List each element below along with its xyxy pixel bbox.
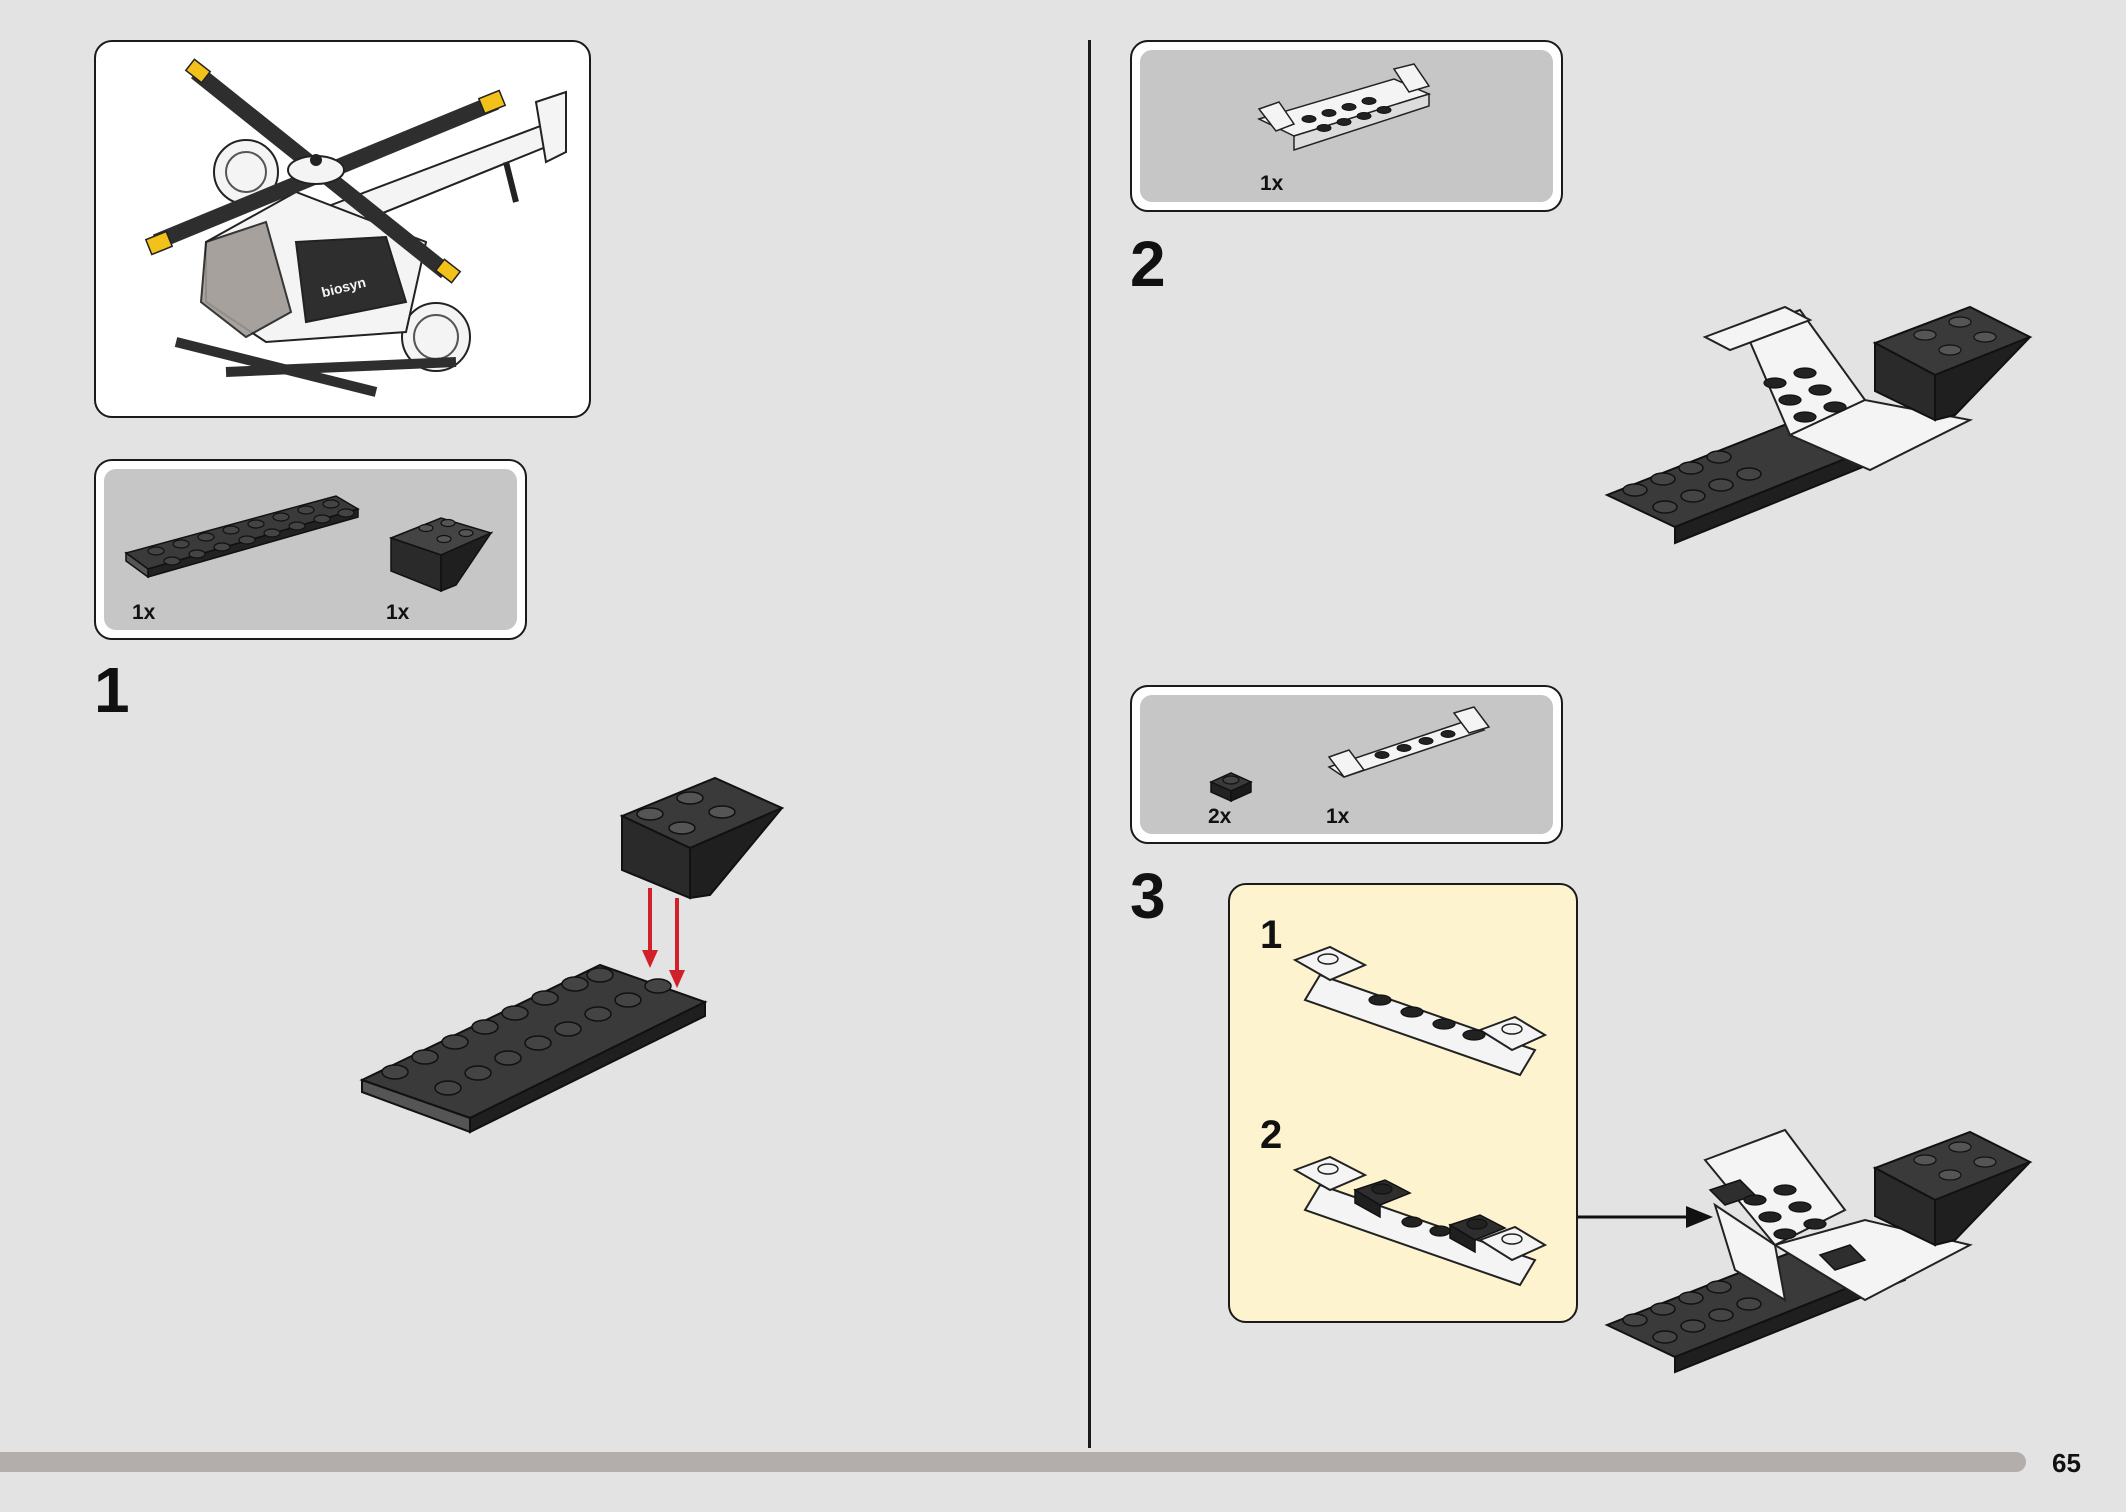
step2-number: 2: [1130, 228, 1166, 300]
slope-inverted-double-white-icon: [1256, 63, 1432, 152]
model-preview-panel: biosyn: [94, 40, 591, 418]
step3-parts-panel: 2x 1x: [1130, 685, 1563, 844]
substep-number: 2: [1260, 1113, 1283, 1157]
plate-1x1-dark-icon: [1209, 772, 1253, 803]
slope-inverted-1x6-white-icon: [1327, 706, 1491, 778]
helicopter-illustration: biosyn: [144, 58, 567, 397]
step3-assembly-illustration: [1604, 1128, 2033, 1374]
step2-parts-panel: 1x: [1130, 40, 1563, 212]
step3-subassembly-callout: 1 2: [1228, 883, 1578, 1323]
step1-parts-panel: 1x 1x: [94, 459, 527, 640]
step3-part-qty: 1x: [1326, 805, 1350, 828]
footer-bar: [0, 1452, 2026, 1472]
page-number: 65: [2052, 1448, 2081, 1478]
arrow-right-icon: [1578, 1206, 1713, 1228]
step1-assembly-illustration: [359, 776, 785, 1134]
arrow-down-icon: [642, 888, 685, 988]
step2-part-qty: 1x: [1260, 172, 1284, 195]
step1-part-qty: 1x: [386, 601, 410, 624]
step1-part-qty: 1x: [132, 601, 156, 624]
step2-assembly-illustration: [1604, 305, 2033, 545]
step3-part-qty: 2x: [1208, 805, 1232, 828]
substep-number: 1: [1260, 913, 1283, 957]
step3-number: 3: [1130, 860, 1166, 932]
step1-number: 1: [94, 654, 130, 726]
plate-2x8-dark-icon: [124, 495, 360, 579]
page-divider: [1088, 40, 1091, 1448]
slope-inverted-dark-icon: [388, 517, 494, 593]
substep2-illustration: [1292, 1155, 1548, 1287]
substep1-illustration: [1292, 945, 1548, 1077]
